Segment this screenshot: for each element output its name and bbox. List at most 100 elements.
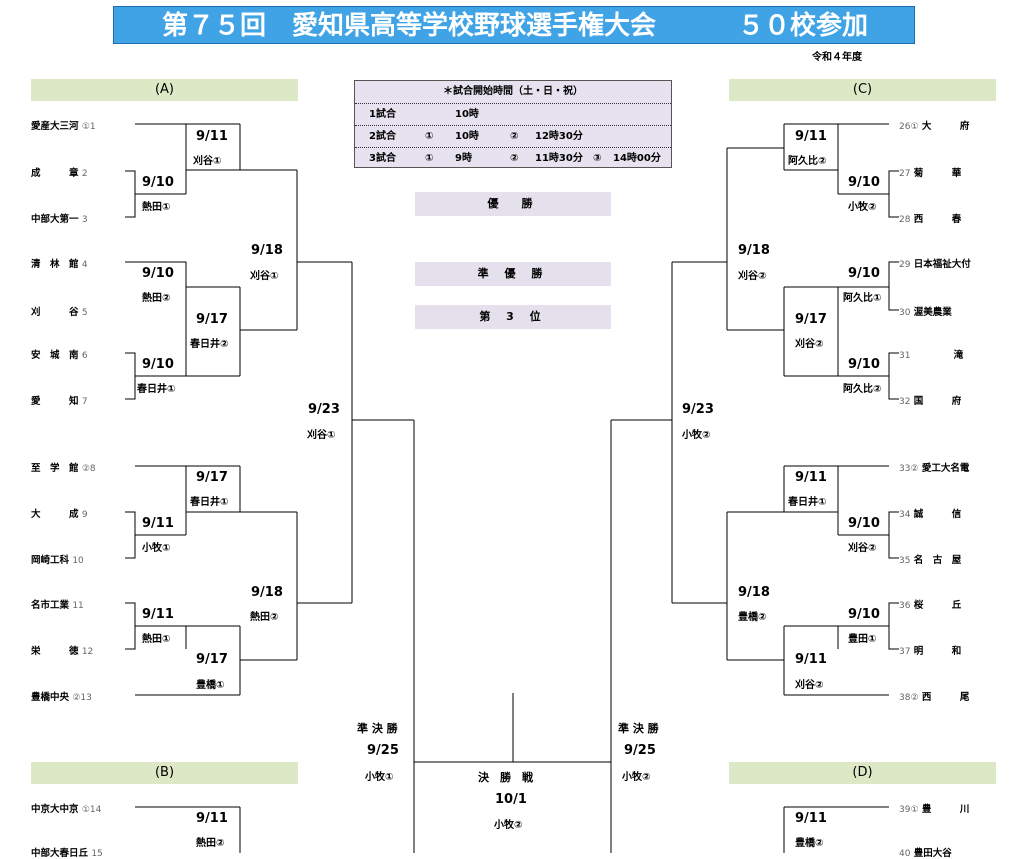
team-entry: 至 学 館 ②8 [31,463,96,474]
team-entry: 栄 徳 12 [31,646,94,657]
game-date: 9/18 [738,585,770,600]
game-venue: 小牧① [142,543,171,554]
game-venue: 刈谷② [738,271,767,282]
game-venue: 豊橋② [795,838,824,849]
semifinal-right-venue: 小牧② [622,772,651,783]
section-header-d: (D) [729,762,996,784]
banner-participants: ５０校参加 [738,11,869,41]
game-venue: 刈谷① [193,156,222,167]
game-date: 9/10 [848,175,880,190]
game-date: 9/10 [142,357,174,372]
game-venue: 豊橋② [738,612,767,623]
game-venue: 刈谷① [250,271,279,282]
game-venue: 春日井① [190,497,229,508]
game-date: 9/11 [142,607,174,622]
schedule-title: ＊試合開始時間（土・日・祝） [443,86,583,97]
game-venue: 小牧② [848,202,877,213]
game-venue: 熱田② [250,612,279,623]
team-entry: 安 城 南 6 [31,350,88,361]
game-date: 9/11 [196,129,228,144]
final-date: 10/1 [495,792,527,807]
schedule-row: 3試合 ① 9時 ② 11時30分 ③ 14時00分 [355,147,671,170]
game-date: 9/11 [795,470,827,485]
game-venue: 阿久比② [843,384,882,395]
game-date: 9/10 [848,516,880,531]
game-date: 9/11 [795,652,827,667]
schedule-row: 1試合 10時 [355,103,671,126]
team-entry: 大 成 9 [31,509,88,520]
team-entry: 清 林 館 4 [31,259,88,270]
section-header-c: (C) [729,79,996,101]
team-entry: 刈 谷 5 [31,307,88,318]
game-date: 9/10 [848,607,880,622]
runner-up-box: 準 優 勝 [415,262,611,286]
team-entry: 32 国 府 [899,396,962,407]
team-entry: 38② 西 尾 [899,692,970,703]
game-venue: 豊田① [848,634,877,645]
game-venue: 刈谷② [795,680,824,691]
game-venue: 春日井② [190,339,229,350]
team-entry: 36 桜 丘 [899,600,962,611]
game-date: 9/11 [142,516,174,531]
team-entry: 中京大中京 ①14 [31,804,102,815]
team-entry: 愛産大三河 ①1 [31,121,96,132]
game-date: 9/10 [142,175,174,190]
banner-title: 第７５回 愛知県高等学校野球選手権大会 [162,11,657,41]
game-date: 9/17 [196,470,228,485]
game-venue: 熱田② [196,838,225,849]
team-entry: 岡崎工科 10 [31,555,84,566]
team-entry: 26① 大 府 [899,121,970,132]
semifinal-left-venue: 小牧① [365,772,394,783]
game-venue: 熱田② [142,293,171,304]
team-entry: 豊橋中央 ②13 [31,692,92,703]
schedule-row: 2試合 ① 10時 ② 12時30分 [355,125,671,148]
team-entry: 29 日本福祉大付 [899,259,971,270]
third-place-box: 第 3 位 [415,305,611,329]
game-date: 9/23 [682,402,714,417]
game-venue: 豊橋① [196,680,225,691]
team-entry: 名市工業 11 [31,600,84,611]
game-date: 9/18 [251,243,283,258]
era-label: 令和４年度 [812,52,862,63]
team-entry: 成 章 2 [31,168,88,179]
game-date: 9/11 [795,129,827,144]
game-date: 9/17 [196,312,228,327]
team-entry: 中部大第一 3 [31,214,88,225]
semifinal-right-date: 9/25 [624,743,656,758]
champion-box: 優 勝 [415,192,611,216]
game-date: 9/18 [251,585,283,600]
team-entry: 30 渥美農業 [899,307,952,318]
team-entry: 27 菊 華 [899,168,962,179]
game-venue: 刈谷② [848,543,877,554]
game-venue: 熱田① [142,202,171,213]
team-entry: 中部大春日丘 15 [31,848,103,859]
game-venue: 小牧② [682,430,711,441]
team-entry: 37 明 和 [899,646,962,657]
semifinal-left-date: 9/25 [367,743,399,758]
team-entry: 愛 知 7 [31,396,88,407]
game-date: 9/11 [795,811,827,826]
game-date: 9/18 [738,243,770,258]
section-header-b: (B) [31,762,298,784]
schedule-box: ＊試合開始時間（土・日・祝） 1試合 10時 2試合 ① 10時 ② 12時30… [354,80,672,168]
final-label: 決 勝 戦 [478,771,533,784]
game-venue: 熱田① [142,634,171,645]
semifinal-right-label: 準 決 勝 [618,722,659,735]
section-header-a: (A) [31,79,298,101]
game-venue: 春日井① [788,497,827,508]
game-venue: 刈谷② [795,339,824,350]
game-venue: 阿久比② [788,156,827,167]
game-date: 9/10 [142,266,174,281]
team-entry: 35 名 古 屋 [899,555,962,566]
game-date: 9/17 [196,652,228,667]
tournament-banner: 第７５回 愛知県高等学校野球選手権大会 ５０校参加 [113,6,915,44]
team-entry: 28 西 春 [899,214,962,225]
game-date: 9/23 [308,402,340,417]
game-venue: 阿久比① [843,293,882,304]
semifinal-left-label: 準 決 勝 [357,722,398,735]
team-entry: 40 豊田大谷 [899,848,952,859]
game-venue: 刈谷① [307,430,336,441]
game-date: 9/10 [848,266,880,281]
game-venue: 春日井① [137,384,176,395]
